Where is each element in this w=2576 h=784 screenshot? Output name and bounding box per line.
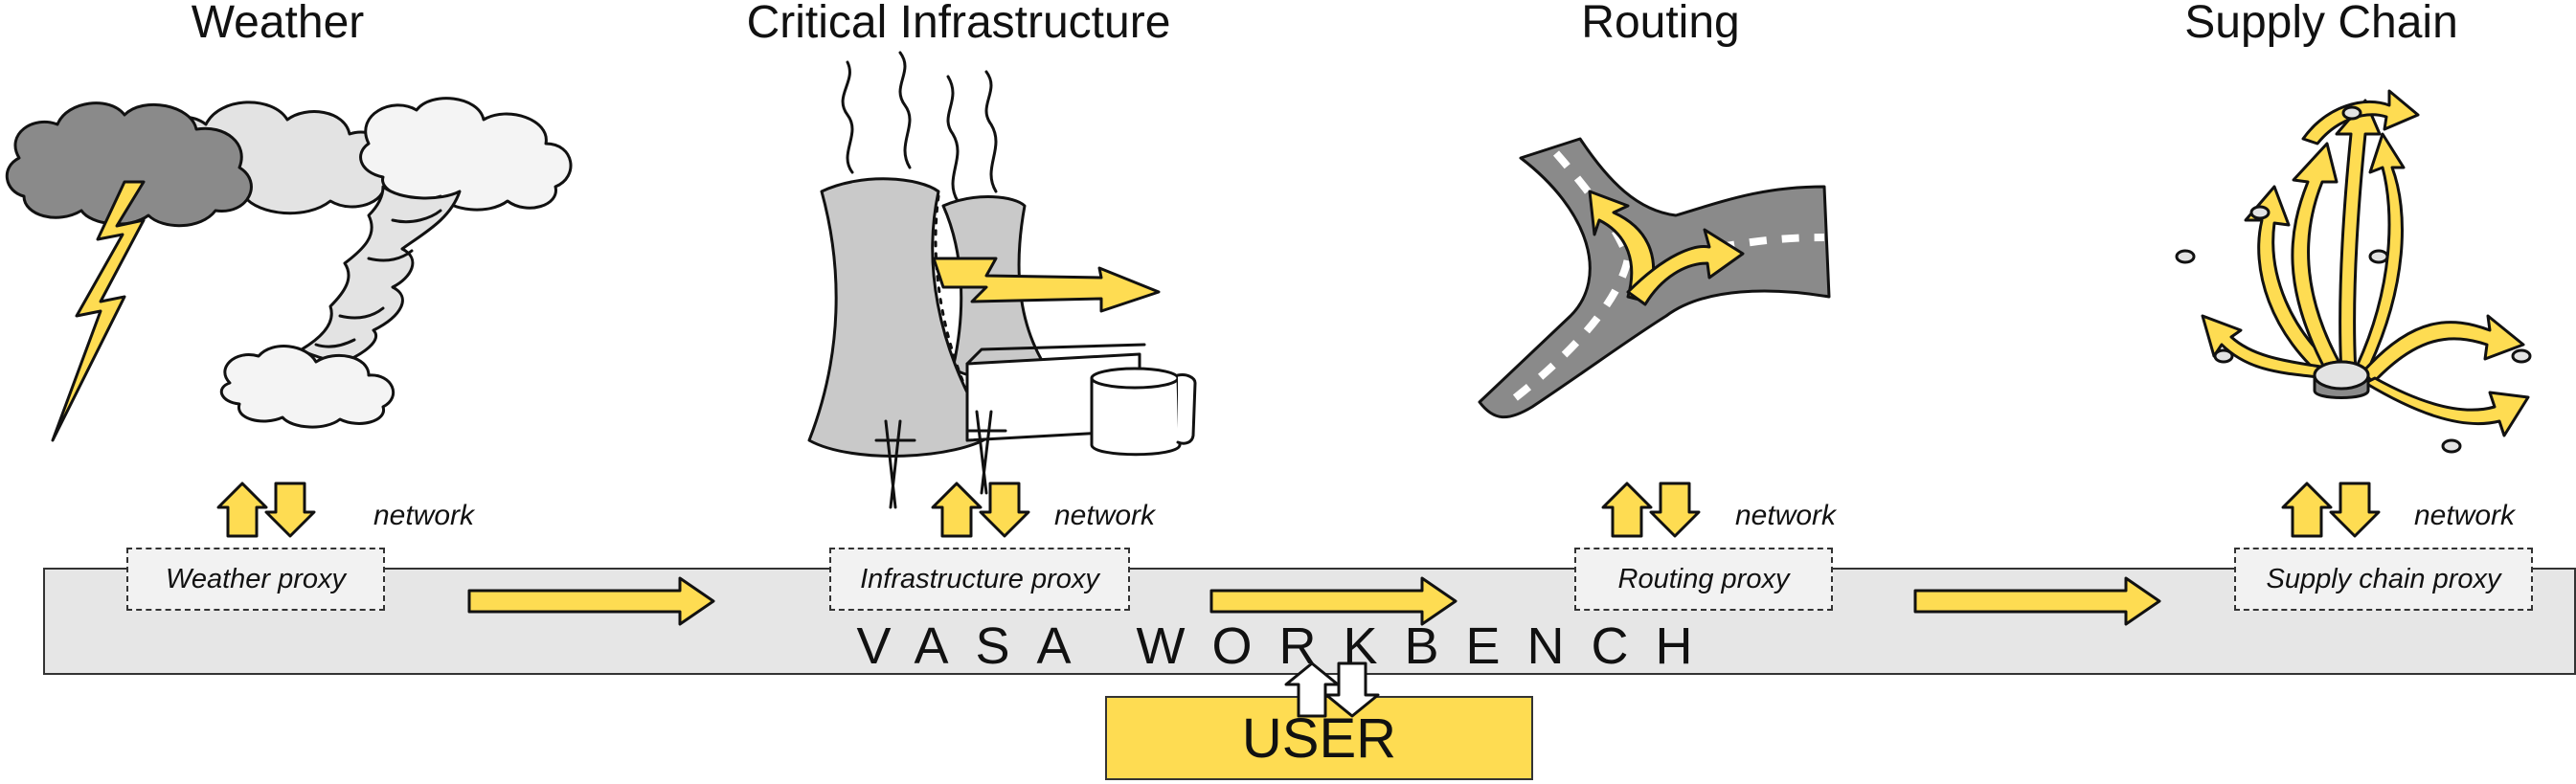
network-arrows <box>216 482 2381 538</box>
road-junction-icon <box>1478 137 1831 419</box>
network-arrows-supply-chain <box>2281 482 2381 538</box>
network-label-infrastructure: network <box>1054 500 1156 531</box>
power-plant-icon <box>807 51 1197 509</box>
network-label-weather: network <box>373 500 475 531</box>
weather-proxy-box: Weather proxy <box>126 548 385 611</box>
section-title-infrastructure: Critical Infrastructure <box>746 0 1171 48</box>
network-arrows-infrastructure <box>931 482 1030 538</box>
network-arrows-routing <box>1601 482 1701 538</box>
user-workbench-arrows <box>1284 661 1380 718</box>
flow-arrow-1 <box>467 576 715 626</box>
network-label-routing: network <box>1735 500 1837 531</box>
network-label-supply-chain: network <box>2414 500 2516 531</box>
network-arrows-weather <box>216 482 316 538</box>
flow-arrow-2 <box>1209 576 1457 626</box>
storm-tornado-icon <box>5 97 573 442</box>
section-title-supply-chain: Supply Chain <box>2184 0 2458 48</box>
routing-proxy-box: Routing proxy <box>1574 548 1833 611</box>
workflow-arrows <box>467 576 2161 626</box>
supply-chain-proxy-box: Supply chain proxy <box>2234 548 2533 611</box>
section-title-routing: Routing <box>1581 0 1740 48</box>
supply-network-icon <box>2175 89 2532 454</box>
flow-arrow-3 <box>1913 576 2161 626</box>
infrastructure-proxy-box: Infrastructure proxy <box>829 548 1130 611</box>
vasa-workbench-bar <box>43 568 2576 675</box>
workbench-label: VASA WORKBENCH <box>856 617 1720 675</box>
section-title-weather: Weather <box>191 0 365 48</box>
